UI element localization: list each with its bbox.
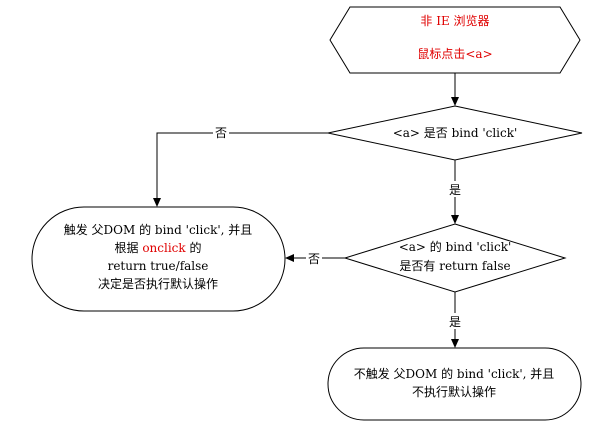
outcome-bottom-line-2: 不执行默认操作 xyxy=(412,384,496,399)
outcome-trigger-parent: 触发 父DOM 的 bind 'click', 并且 根据 onclick 的 … xyxy=(31,206,286,312)
outcome-left-line-3: return true/false xyxy=(108,259,209,273)
edge-decision1-no: 否 xyxy=(153,124,328,207)
outcome-bottom-line-1: 不触发 父DOM 的 bind 'click', 并且 xyxy=(354,366,555,381)
edge-decision2-yes: 是 xyxy=(447,292,463,348)
decision2-yes-label: 是 xyxy=(449,315,461,329)
decision1-no-label: 否 xyxy=(215,126,227,140)
decision2-no-label: 否 xyxy=(308,252,320,266)
decision1-text: <a> 是否 bind 'click' xyxy=(393,126,518,140)
outcome-left-line-1: 触发 父DOM 的 bind 'click', 并且 xyxy=(64,222,253,237)
outcome-left-line-2: 根据 onclick 的 xyxy=(115,240,202,255)
edge-decision1-yes: 是 xyxy=(447,160,463,224)
edge-decision2-no: 否 xyxy=(285,250,345,266)
start-node: 非 IE 浏览器 鼠标点击<a> xyxy=(329,6,581,74)
start-line-2: 鼠标点击<a> xyxy=(417,47,492,61)
decision-bind-click: <a> 是否 bind 'click' xyxy=(327,105,583,161)
start-line-1: 非 IE 浏览器 xyxy=(420,13,489,28)
onclick-highlight: onclick xyxy=(142,241,186,255)
edge-start-to-decision1 xyxy=(451,73,459,106)
decision2-line-2: 是否有 return false xyxy=(399,259,510,273)
outcome-left-line-4: 决定是否执行默认操作 xyxy=(98,276,218,291)
decision-return-false: <a> 的 bind 'click' 是否有 return false xyxy=(343,223,567,293)
decision2-line-1: <a> 的 bind 'click' xyxy=(399,239,512,254)
decision1-yes-label: 是 xyxy=(449,183,461,197)
outcome-no-trigger: 不触发 父DOM 的 bind 'click', 并且 不执行默认操作 xyxy=(327,347,582,421)
